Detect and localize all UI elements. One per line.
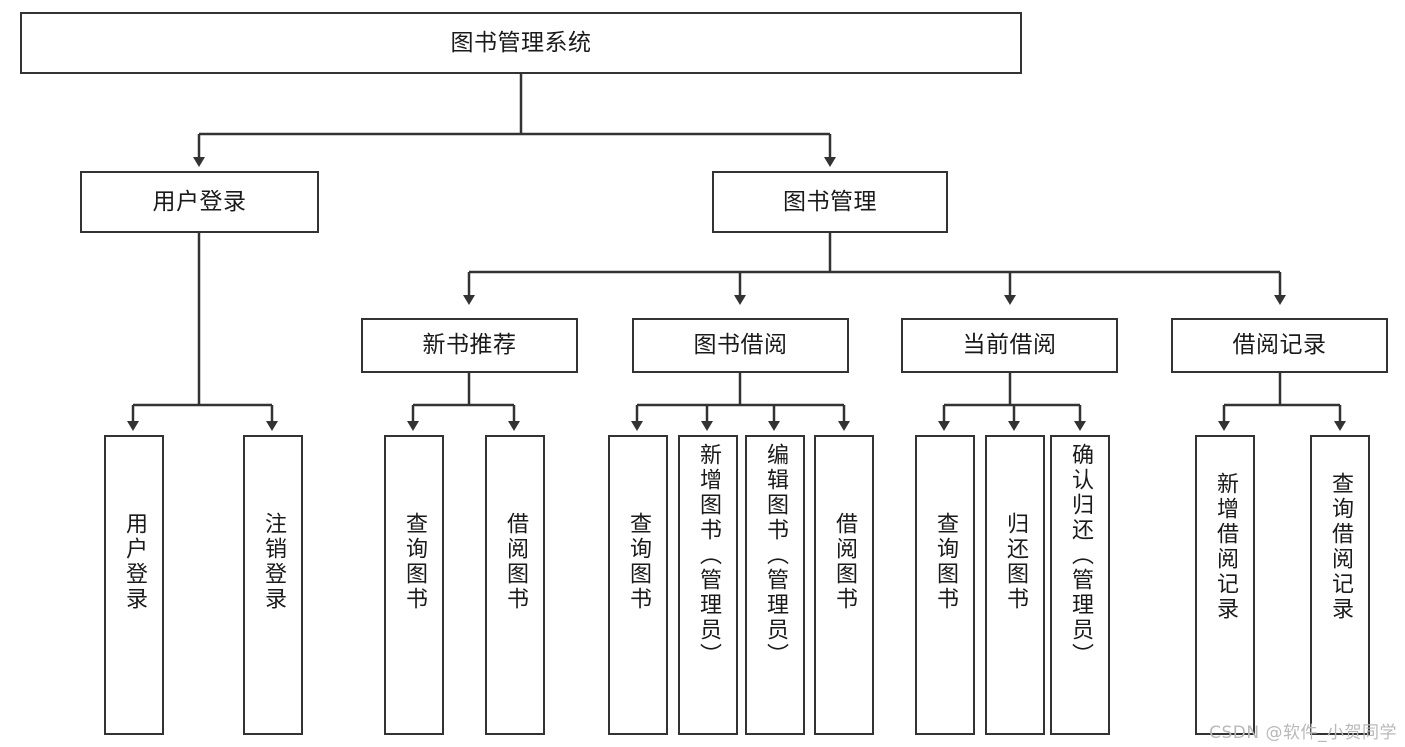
leaf-return-books[interactable]: 归还图书 [985,435,1045,735]
node-label: 借阅图书 [832,512,857,612]
node-label: 当前借阅 [962,332,1057,359]
leaf-borrow-books-recommend[interactable]: 借阅图书 [485,435,545,735]
node-borrowing-records[interactable]: 借阅记录 [1171,318,1388,373]
node-label: 用户登录 [122,512,147,612]
leaf-query-books-current[interactable]: 查询图书 [915,435,975,735]
node-label: 查询图书 [402,512,427,612]
leaf-user-login[interactable]: 用户登录 [104,435,164,735]
node-label: 新增图书（管理员） [696,443,721,668]
node-label: 图书管理系统 [450,29,592,56]
leaf-add-borrow-record[interactable]: 新增借阅记录 [1195,435,1255,735]
node-label: 借阅图书 [503,512,528,612]
node-label: 归还图书 [1003,512,1028,612]
node-root-book-management-system[interactable]: 图书管理系统 [20,12,1022,74]
node-label: 新增借阅记录 [1213,472,1238,622]
leaf-edit-book-admin[interactable]: 编辑图书（管理员） [745,435,805,735]
node-label: 图书管理 [783,188,877,215]
leaf-borrow-books[interactable]: 借阅图书 [814,435,874,735]
leaf-query-books-borrow[interactable]: 查询图书 [608,435,668,735]
leaf-query-borrow-record[interactable]: 查询借阅记录 [1310,435,1370,735]
node-label: 编辑图书（管理员） [763,443,788,668]
node-user-login[interactable]: 用户登录 [80,171,319,233]
node-label: 查询借阅记录 [1328,472,1353,622]
leaf-add-book-admin[interactable]: 新增图书（管理员） [678,435,738,735]
node-label: 查询图书 [626,512,651,612]
node-new-book-recommendation[interactable]: 新书推荐 [361,318,578,373]
node-book-borrowing[interactable]: 图书借阅 [632,318,849,373]
leaf-logout[interactable]: 注销登录 [243,435,303,735]
node-book-management[interactable]: 图书管理 [712,171,948,233]
node-current-borrowing[interactable]: 当前借阅 [901,318,1118,373]
node-label: 查询图书 [933,512,958,612]
leaf-query-books-recommend[interactable]: 查询图书 [384,435,444,735]
node-label: 注销登录 [261,512,286,612]
node-label: 用户登录 [152,188,247,215]
node-label: 借阅记录 [1232,332,1327,359]
node-label: 图书借阅 [693,332,788,359]
leaf-confirm-return-admin[interactable]: 确认归还（管理员） [1050,435,1110,735]
node-label: 确认归还（管理员） [1068,443,1093,668]
node-label: 新书推荐 [422,332,517,359]
csdn-watermark: CSDN @软件_小贺同学 [1209,723,1397,743]
